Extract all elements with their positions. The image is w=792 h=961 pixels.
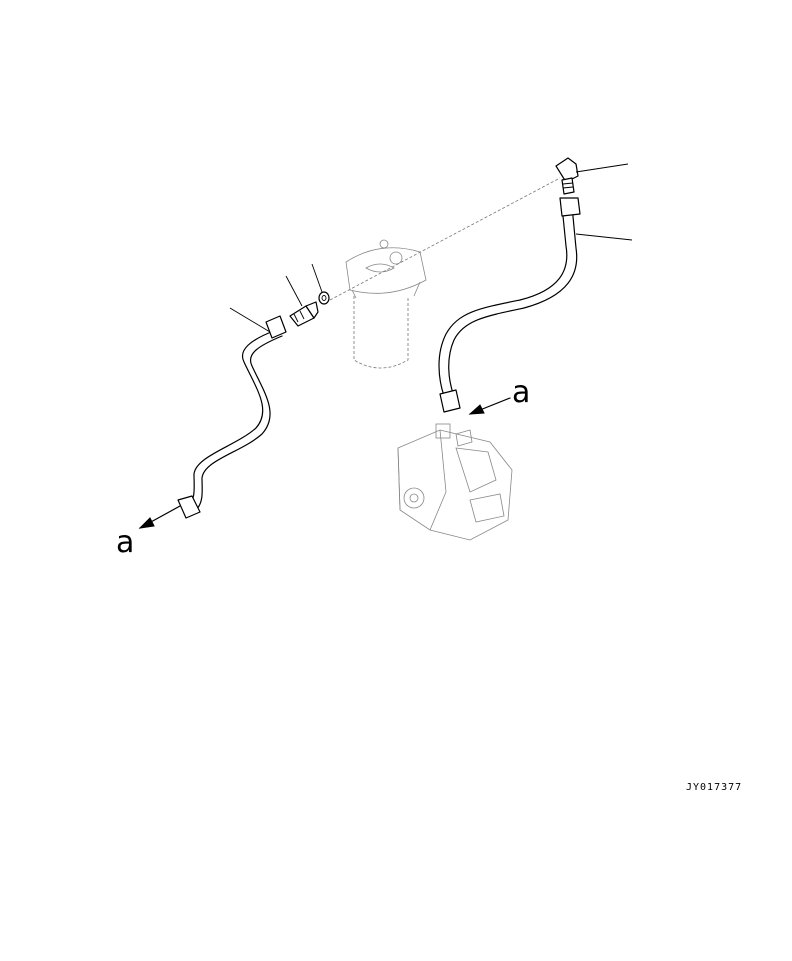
leader-connector — [285, 275, 303, 307]
fuel-supply-pump — [397, 423, 513, 541]
fuel-filter-housing — [345, 239, 427, 369]
arrow-right-a: a — [468, 375, 530, 415]
leader-right-hose — [575, 233, 633, 241]
arrow-left-a: a — [116, 505, 181, 560]
leader-lines — [229, 163, 633, 333]
left-hose-bottom-nut — [177, 495, 201, 519]
left-fuel-hose — [177, 315, 287, 519]
alignment-center-line — [329, 177, 561, 301]
gasket-washer — [318, 291, 330, 305]
leader-elbow — [575, 163, 629, 173]
right-hose-top-nut — [559, 197, 581, 217]
leader-left-hose — [229, 307, 271, 333]
arrow-label-left: a — [116, 525, 134, 560]
arrow-label-right: a — [512, 375, 530, 410]
drawing-code: JY017377 — [686, 782, 742, 793]
right-hose-bottom-nut — [439, 389, 461, 413]
right-fuel-hose — [438, 197, 581, 413]
elbow-fitting — [555, 157, 579, 195]
connector-fitting — [289, 301, 319, 327]
leader-washer — [311, 263, 323, 293]
left-hose-top-nut — [265, 315, 287, 339]
